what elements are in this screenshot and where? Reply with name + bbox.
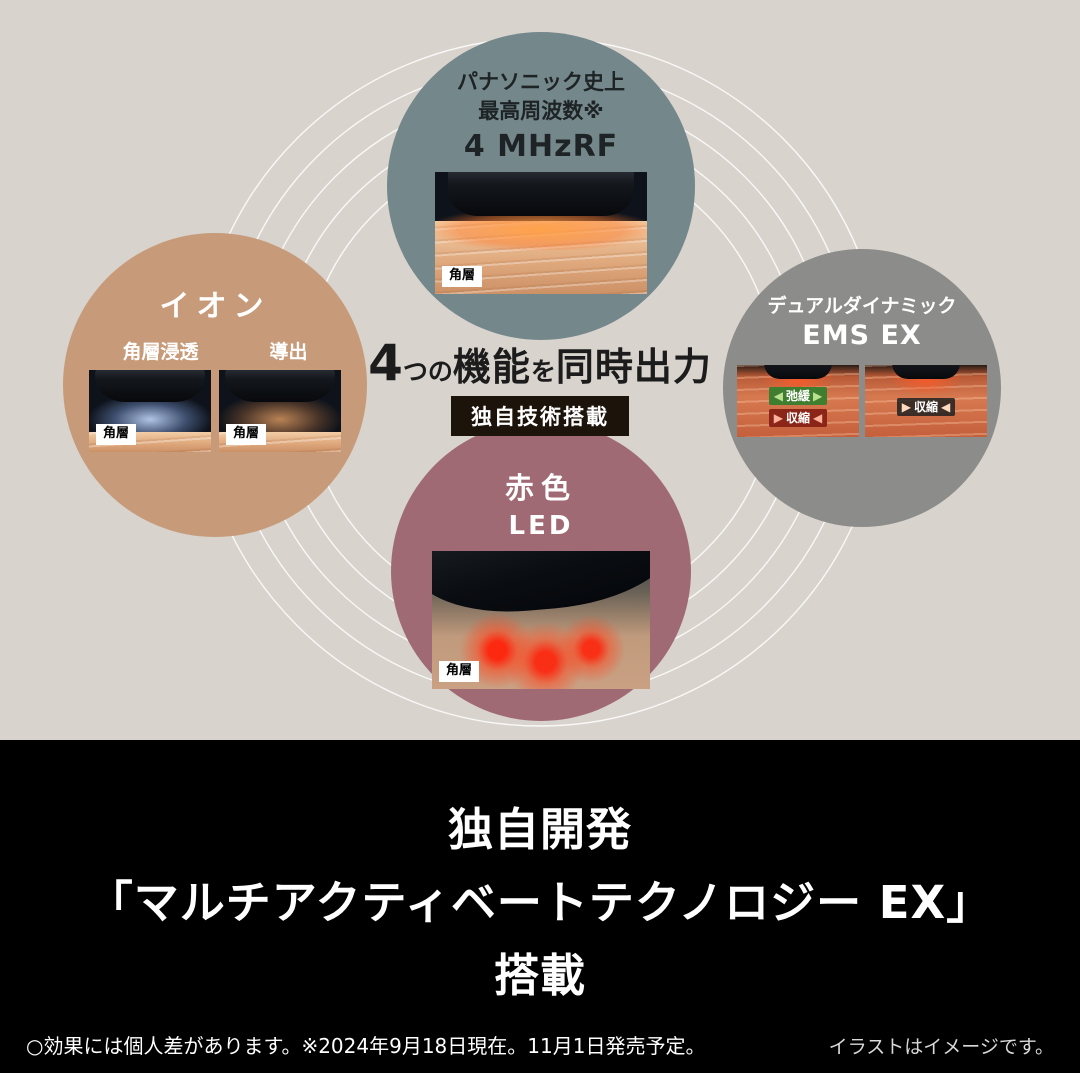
ems-annotation-right: 収縮 xyxy=(865,365,987,437)
ems-line2: EMS EX xyxy=(802,320,922,351)
circle-ion: イオン 角層浸透 導出 角層 角層 xyxy=(63,233,367,537)
circle-rf: パナソニック史上 最高周波数※ 4 MHzRF 角層 xyxy=(387,32,695,340)
stratum-corneum-label: 角層 xyxy=(226,424,267,445)
device-head-icon xyxy=(225,370,335,402)
ion-extraction-illustration: 角層 xyxy=(219,370,341,452)
device-head-icon xyxy=(447,171,635,216)
circle-led: 赤色 LED 角層 xyxy=(391,421,691,721)
ems-annotation-left: 弛緩 収縮 xyxy=(737,365,859,437)
ems-contract-illustration: 収縮 xyxy=(865,365,987,437)
contract-badge: 収縮 xyxy=(768,409,828,427)
headline-word-functions: 機能 xyxy=(452,345,531,389)
headline-particle: つの xyxy=(402,357,453,386)
rf-line2: 最高周波数※ xyxy=(478,99,604,124)
ems-line1: デュアルダイナミック xyxy=(767,295,957,317)
ion-mode-penetration-label: 角層浸透 xyxy=(122,341,199,363)
bottom-headline-line1: 独自開発 xyxy=(447,803,632,856)
ion-illustrations: 角層 角層 xyxy=(89,370,341,452)
ems-relax-contract-illustration: 弛緩 収縮 xyxy=(737,365,859,437)
footnotes: ○効果には個人差があります。※2024年9月18日現在。11月1日発売予定。 イ… xyxy=(26,1030,1054,1059)
proprietary-tech-badge: 独自技術搭載 xyxy=(451,396,629,436)
ion-mode-extraction-label: 導出 xyxy=(269,341,308,363)
headline-number: 4 xyxy=(368,334,403,392)
bottom-headline-section: 独自開発 「マルチアクティベートテクノロジー EX」 搭載 ○効果には個人差があ… xyxy=(0,740,1080,1073)
relax-badge: 弛緩 xyxy=(768,387,828,405)
stratum-corneum-label: 角層 xyxy=(442,265,483,287)
center-headline: 4つの機能を同時出力 xyxy=(0,334,1080,392)
device-tip-icon xyxy=(891,365,961,379)
bottom-headline-line2: 「マルチアクティベートテクノロジー EX」 xyxy=(87,875,993,929)
ion-title: イオン xyxy=(159,289,271,324)
led-line1: 赤色 xyxy=(504,471,577,505)
contract-badge: 収縮 xyxy=(896,398,956,416)
illustration-note: イラストはイメージです。 xyxy=(828,1036,1054,1058)
device-head-icon xyxy=(95,370,205,402)
stratum-corneum-label: 角層 xyxy=(96,424,137,445)
bottom-headline-line3: 搭載 xyxy=(493,948,586,1002)
headline-particle: を xyxy=(530,357,556,386)
ion-penetration-illustration: 角層 xyxy=(89,370,211,452)
circle-ems: デュアルダイナミック EMS EX 弛緩 収縮 収縮 xyxy=(723,249,1001,527)
led-line2: LED xyxy=(508,511,574,541)
bottom-headline: 独自開発 「マルチアクティベートテクノロジー EX」 搭載 xyxy=(0,740,1080,1013)
disclaimer-text: ○効果には個人差があります。※2024年9月18日現在。11月1日発売予定。 xyxy=(26,1034,706,1058)
rf-heat-glow xyxy=(435,213,647,250)
ion-mode-labels: 角層浸透 導出 xyxy=(87,337,343,364)
rf-line1: パナソニック史上 xyxy=(457,70,625,94)
led-skin-illustration: 角層 xyxy=(432,551,650,689)
rf-skin-illustration: 角層 xyxy=(435,171,647,294)
stratum-corneum-label: 角層 xyxy=(439,661,480,682)
rf-line3: 4 MHzRF xyxy=(463,128,619,164)
device-tip-icon xyxy=(763,365,833,379)
ems-illustrations: 弛緩 収縮 収縮 xyxy=(737,365,987,437)
headline-word-simultaneous: 同時出力 xyxy=(555,345,712,389)
